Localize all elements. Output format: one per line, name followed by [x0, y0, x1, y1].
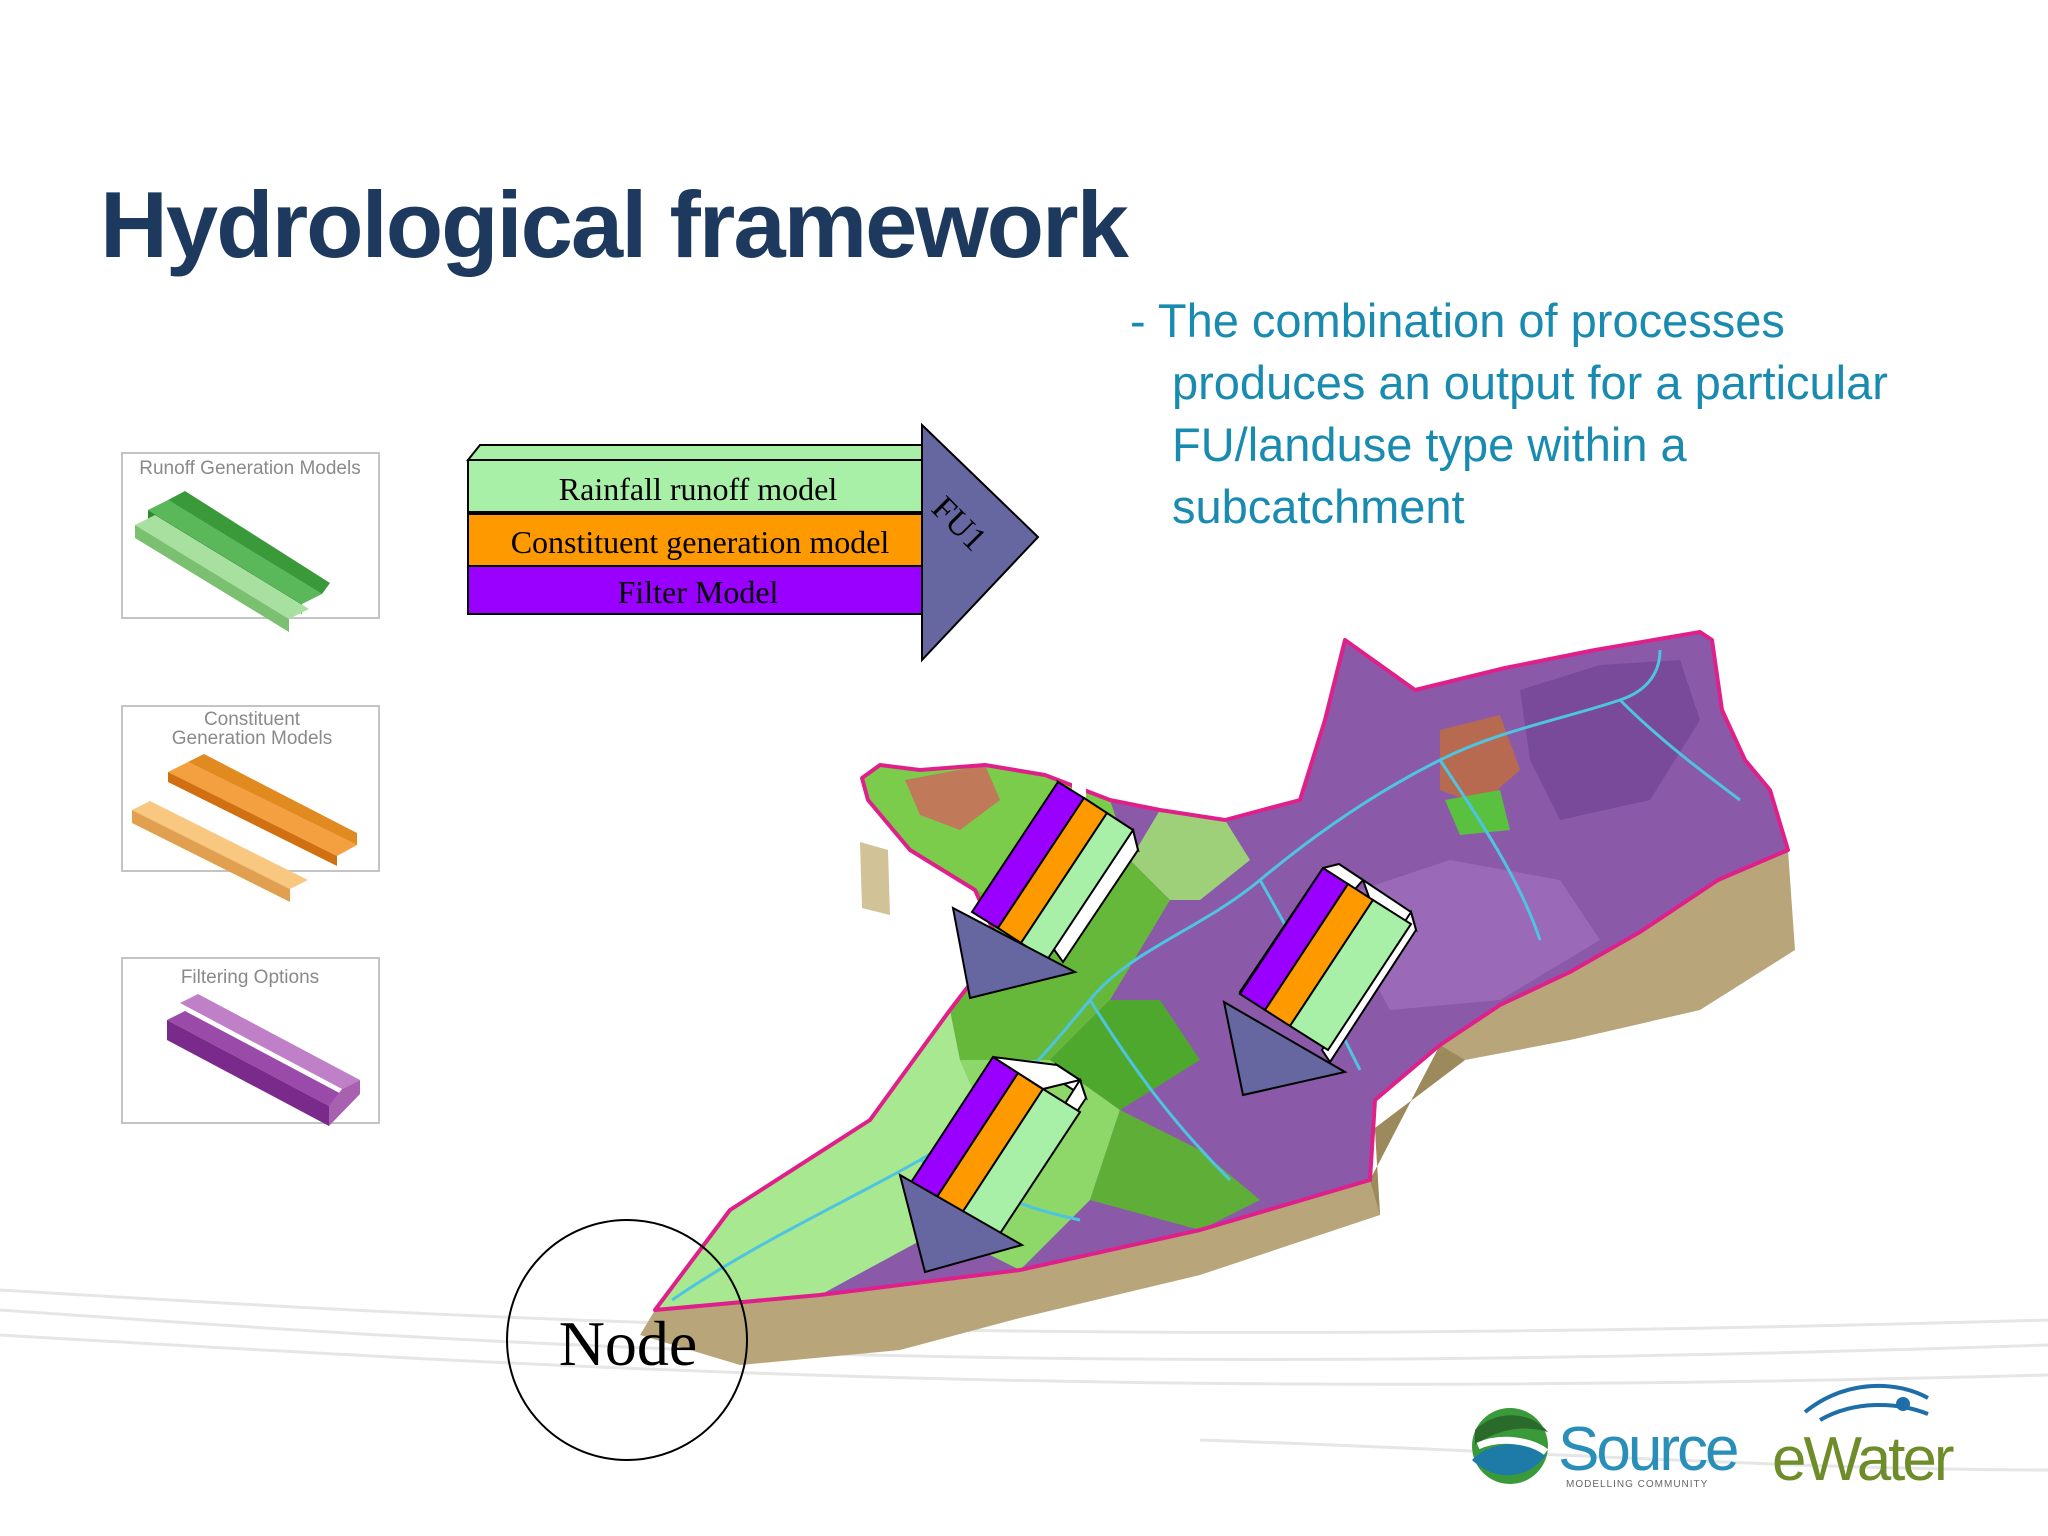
source-logo-text: Source	[1558, 1415, 1737, 1484]
catchment-boundary	[653, 630, 1790, 1312]
slide-title: Hydrological framework	[100, 172, 1129, 277]
constituent-generation-label: Constituent generation model	[511, 524, 890, 560]
source-logo: Source MODELLING COMMUNITY	[1472, 1408, 1740, 1490]
node-circle: Node	[506, 1219, 748, 1461]
filtering-palette-label: Filtering Options	[181, 967, 319, 988]
runoff-generation-palette: Runoff Generation Models	[121, 452, 380, 632]
filtering-options-palette: Filtering Options	[121, 957, 380, 1126]
bullet-line: produces an output for a particular	[1172, 356, 1888, 409]
bullet-line: subcatchment	[1172, 480, 1465, 533]
fu-arrow-upper	[951, 779, 1140, 1000]
constituent-generation-palette: Constituent Generation Models	[121, 705, 380, 902]
fu-arrow-lower	[898, 1055, 1088, 1274]
rainfall-runoff-label: Rainfall runoff model	[559, 471, 838, 507]
fu1-arrow: Rainfall runoff model Constituent genera…	[465, 422, 1040, 663]
constituent-palette-label-1: Constituent	[204, 709, 301, 730]
node-label: Node	[559, 1308, 698, 1379]
fu-arrow-right	[1222, 862, 1418, 1097]
runoff-palette-label: Runoff Generation Models	[139, 458, 360, 479]
fu1-arrow-head	[921, 422, 1040, 663]
bullet-line: - The combination of processes	[1130, 294, 1785, 347]
ewater-logo: eWater	[1772, 1383, 1957, 1494]
ewater-wave-icon	[1803, 1383, 1929, 1422]
runoff-model-blocks	[135, 491, 330, 632]
constituent-palette-label-2: Generation Models	[172, 728, 333, 749]
bullet-text: - The combination of processes produces …	[1130, 290, 2030, 538]
constituent-model-blocks	[132, 754, 357, 902]
filter-model-label: Filter Model	[618, 574, 779, 610]
bullet-line: FU/landuse type within a	[1172, 418, 1687, 471]
ewater-logo-text: eWater	[1772, 1425, 1954, 1494]
catchment-side-walls	[640, 850, 1795, 1365]
source-logo-subtitle: MODELLING COMMUNITY	[1566, 1479, 1708, 1490]
catchment-3d-map	[640, 630, 1795, 1365]
filter-model-blocks	[167, 994, 360, 1126]
constituent-generation-band	[467, 513, 923, 567]
